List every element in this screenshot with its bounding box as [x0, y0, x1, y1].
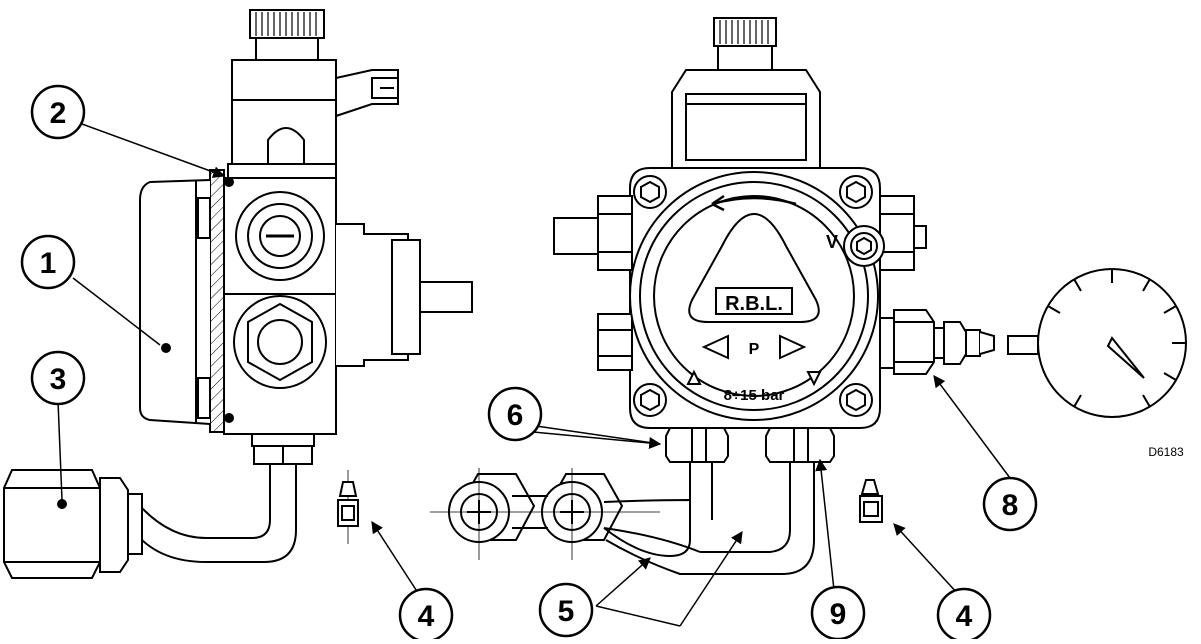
leader-5b: [679, 530, 743, 627]
callout-5-label: 5: [558, 595, 575, 628]
fitting-nut: [3, 469, 101, 579]
callout-6-label: 6: [507, 399, 524, 432]
gauge-adapter: [893, 309, 935, 375]
leader-6-a: [535, 425, 661, 445]
leader-4a: [371, 520, 421, 597]
gasket-hatched: [209, 169, 225, 433]
leader-2: [81, 123, 226, 178]
callout-4a-label: 4: [418, 600, 435, 633]
callout-6-circle: [487, 386, 543, 442]
knob-top: [249, 9, 325, 39]
gauge-needle: [1106, 336, 1145, 379]
flexible-hose-upper: [603, 498, 691, 558]
callout-2-circle: [30, 84, 86, 140]
arrow-right-marker: [779, 334, 807, 360]
return-port: [765, 427, 835, 463]
brand-label: R.B.L.: [725, 293, 783, 315]
flexible-hose-lower: [605, 539, 706, 575]
bleed-screw-left: [337, 470, 359, 544]
bleed-screw-right: [859, 479, 883, 523]
knob-top-front: [713, 17, 777, 47]
callout-3-label: 3: [50, 363, 67, 396]
port-v-label: V: [826, 232, 838, 252]
callout-4b-label: 4: [956, 600, 973, 633]
port-p-label: P: [749, 341, 760, 358]
gauge-ticks: [1047, 269, 1186, 408]
leader-4b: [893, 523, 959, 595]
pump-front-view: R.B.L. P 8÷15 bar V: [337, 17, 1187, 575]
pressure-range-label: 8÷15 bar: [724, 387, 785, 404]
callout-1-label: 1: [40, 247, 57, 280]
leader-8: [933, 375, 1011, 479]
callout-5-circle: [538, 582, 594, 638]
drive-shaft: [419, 281, 473, 313]
leader-9: [815, 458, 835, 591]
callout-2-label: 2: [50, 97, 67, 130]
leader-1: [72, 277, 161, 346]
callout-9-label: 9: [830, 598, 847, 631]
solenoid-housing: [231, 59, 337, 165]
arrow-left-marker: [701, 334, 729, 360]
callout-8-circle: [982, 476, 1038, 532]
callouts: 2 1 3 4 6 5 9 8 4: [20, 84, 1038, 643]
callout-3-circle: [30, 350, 86, 406]
mounting-flange: [139, 179, 211, 425]
plug-left: [553, 217, 599, 255]
leader-3: [57, 400, 63, 501]
pump-side-view: [3, 9, 473, 579]
leader-5a: [595, 557, 651, 607]
callout-1-circle: [20, 234, 76, 290]
drawing-reference: D6183: [1148, 445, 1184, 459]
suction-port: [665, 427, 729, 463]
callout-8-label: 8: [1002, 489, 1019, 522]
